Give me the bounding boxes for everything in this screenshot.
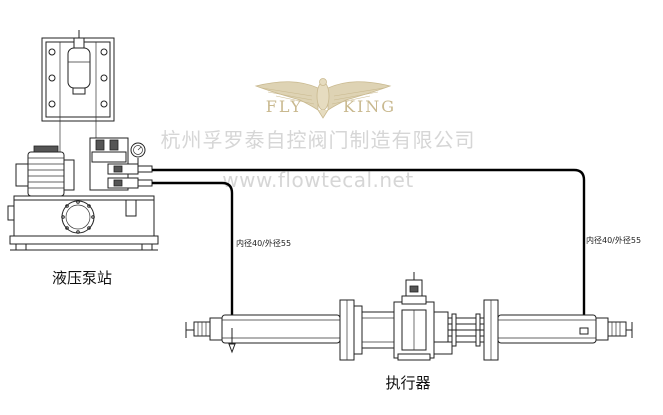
hydraulic-pipes: [152, 168, 586, 330]
pump-station-label: 液压泵站: [52, 269, 112, 287]
pipe-to-left-cylinder: [152, 181, 234, 328]
brand-left-text: FLY: [266, 97, 303, 116]
right-flange: [483, 299, 499, 361]
central-yoke-housing: [393, 272, 435, 361]
electric-motor: [15, 145, 75, 197]
pipe-spec-right: 内径40/外径55: [586, 235, 641, 245]
right-rod-end: [595, 317, 633, 341]
company-name: 杭州孚罗泰自控阀门制造有限公司: [161, 128, 476, 152]
valve-manifold: [89, 137, 153, 191]
pipe-to-right-cylinder: [152, 168, 586, 330]
actuator-assembly: [185, 272, 633, 361]
right-tie-rod-section: [433, 311, 485, 355]
left-flange-set: [339, 299, 395, 361]
oil-tank: [7, 195, 155, 237]
company-url: www.flowtecal.net: [222, 168, 413, 192]
eagle-wings-icon: [254, 78, 392, 119]
actuator-label: 执行器: [385, 374, 430, 392]
watermark: FLY KING 杭州孚罗泰自控阀门制造有限公司 www.flowtecal.n…: [161, 78, 476, 192]
station-base: [9, 235, 159, 251]
left-hydraulic-cylinder: [221, 314, 341, 354]
pipe-spec-left: 内径40/外径55: [236, 238, 291, 248]
brand-right-text: KING: [343, 97, 396, 116]
right-hydraulic-cylinder: [497, 314, 597, 344]
hydraulic-pump-station: [7, 30, 159, 251]
pressure-gauge-icon: [130, 142, 146, 166]
left-rod-end: [185, 317, 223, 341]
